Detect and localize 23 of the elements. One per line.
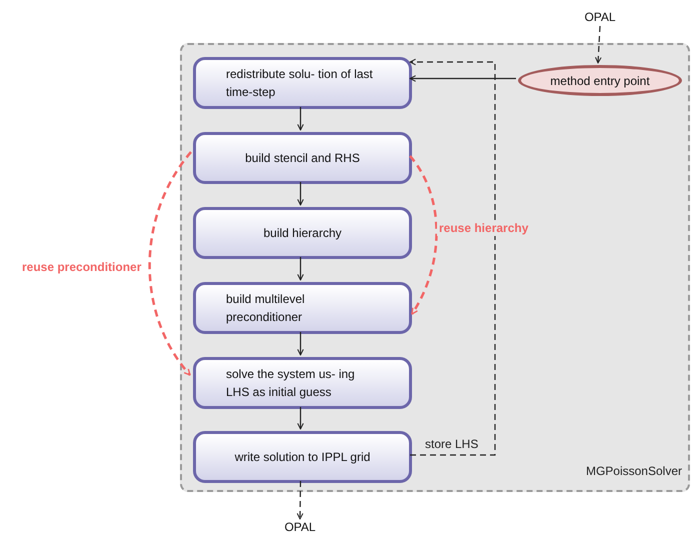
dashed-arrow: [296, 481, 304, 520]
arrow: [297, 107, 304, 130]
arrow: [297, 257, 304, 280]
dashed-arrow: [410, 58, 496, 456]
arrow: [297, 182, 304, 206]
external-label: OPAL: [282, 519, 318, 534]
external-label: OPAL: [582, 8, 618, 26]
arrow: [297, 332, 304, 356]
process-box: write solution to IPPL grid: [193, 431, 412, 483]
edge-label: reuse preconditioner: [20, 260, 144, 275]
group-title: MGPoissonSolver: [586, 463, 682, 480]
process-box: build multilevel preconditioner: [193, 282, 412, 334]
entry-ellipse: method entry point: [518, 65, 682, 96]
arrow: [410, 75, 516, 82]
arrow: [297, 407, 304, 430]
process-box: build stencil and RHS: [193, 132, 412, 184]
dashed-arrow: [595, 26, 602, 64]
process-box: redistribute solu- tion of last time-step: [193, 57, 412, 109]
edge-label: reuse hierarchy: [437, 221, 530, 236]
process-box: solve the system us- ing LHS as initial guess: [193, 357, 412, 409]
component-frame: [180, 43, 690, 492]
dashed-arrow: [409, 155, 438, 315]
process-box: build hierarchy: [193, 207, 412, 259]
